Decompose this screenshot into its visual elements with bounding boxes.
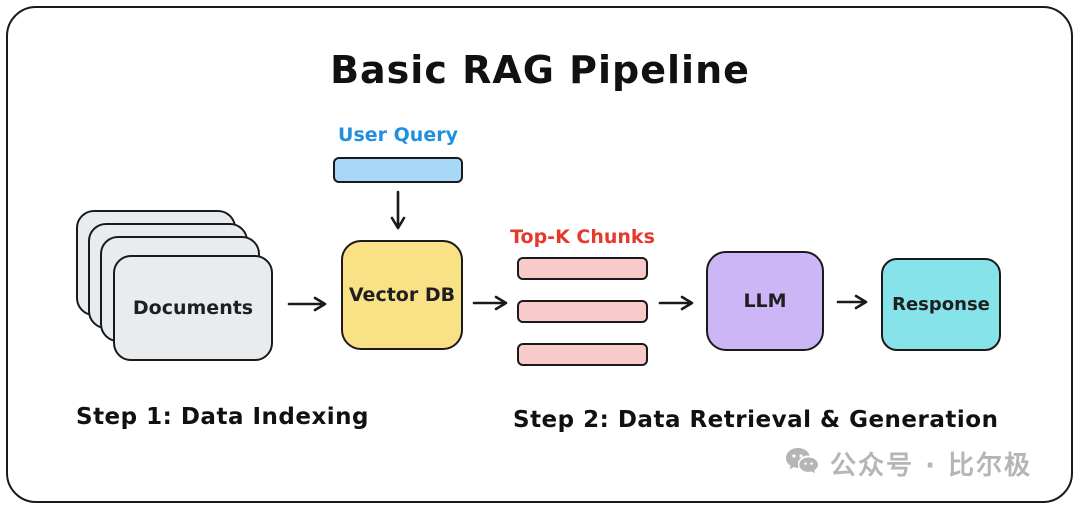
step2-label: Step 2: Data Retrieval & Generation — [513, 407, 999, 433]
chunk-bar — [517, 257, 648, 280]
documents-node: Documents — [76, 210, 276, 368]
watermark-text: 公众号 · 比尔极 — [830, 451, 1032, 481]
watermark: 公众号 · 比尔极 — [784, 445, 1032, 482]
wechat-icon — [784, 446, 820, 482]
arrow-right-icon — [472, 295, 514, 311]
arrow-right-icon — [287, 296, 333, 312]
llm-node: LLM — [706, 251, 824, 351]
llm-label: LLM — [743, 290, 787, 312]
arrow-right-icon — [836, 294, 874, 310]
top-k-chunks-label: Top-K Chunks — [510, 226, 655, 248]
chunk-bar — [517, 343, 648, 366]
document-card-front: Documents — [113, 255, 273, 361]
vector-db-node: Vector DB — [341, 240, 463, 350]
step1-label: Step 1: Data Indexing — [76, 404, 370, 430]
response-label: Response — [892, 294, 990, 315]
arrow-right-icon — [658, 295, 700, 311]
documents-label: Documents — [132, 297, 254, 319]
vector-db-label: Vector DB — [348, 284, 456, 306]
user-query-box — [333, 157, 463, 183]
response-node: Response — [881, 258, 1001, 351]
user-query-label: User Query — [338, 124, 458, 146]
diagram-title: Basic RAG Pipeline — [330, 48, 750, 92]
chunk-bar — [517, 300, 648, 323]
arrow-down-icon — [390, 190, 406, 236]
